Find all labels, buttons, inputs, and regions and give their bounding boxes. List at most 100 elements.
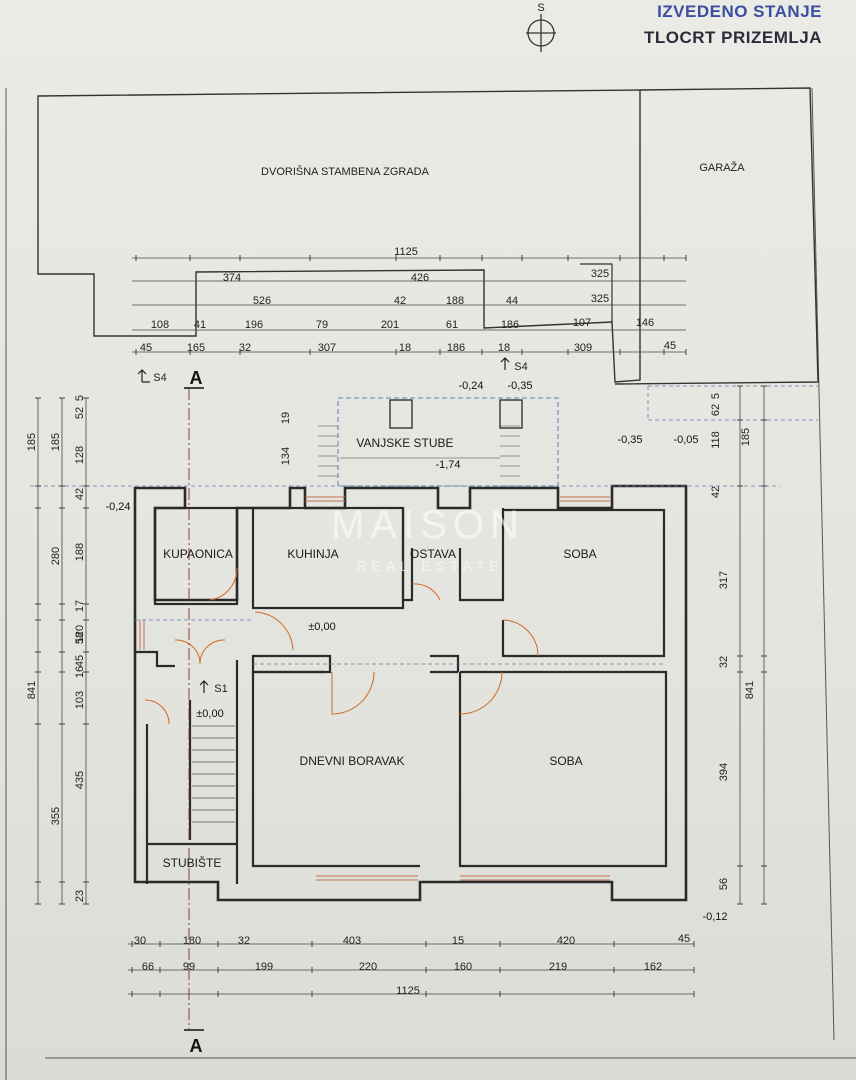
room-label-living-room: DNEVNI BORAVAK xyxy=(300,754,405,768)
dim-top-row2: 325 xyxy=(591,293,609,305)
dim-top-row4: 186 xyxy=(447,342,465,354)
room-label-bathroom: KUPAONICA xyxy=(163,547,233,561)
stair-pillar-left xyxy=(389,399,413,429)
north-arrow-icon: S xyxy=(526,2,556,52)
room-label-bedroom-bottom: SOBA xyxy=(549,754,582,768)
courtyard-building-label: DVORIŠNA STAMBENA ZGRADA xyxy=(261,165,430,178)
exterior-stair-treads xyxy=(318,425,520,477)
dim-top-row1: 325 xyxy=(591,268,609,280)
dim-top-row3: 186 xyxy=(501,319,519,331)
level-kitchen: ±0,00 xyxy=(308,621,335,633)
interior-walls xyxy=(135,506,668,884)
dim-bottom-row2: 162 xyxy=(644,961,662,973)
dim-top-row4: 45 xyxy=(140,342,152,354)
north-letter: S xyxy=(537,2,544,14)
section-arrow-icon xyxy=(137,357,510,693)
dim-left-outer: 185 xyxy=(26,433,38,451)
level-right-0-35: -0,35 xyxy=(617,434,642,446)
dim-top-row4: 309 xyxy=(574,342,592,354)
dim-top-row3: 196 xyxy=(245,319,263,331)
dim-top-row4: 307 xyxy=(318,342,336,354)
dim-top-row3: 108 xyxy=(151,319,169,331)
dim-bottom-row1: 15 xyxy=(452,935,464,947)
dim-left-inner: 128 xyxy=(74,446,86,464)
dim-top-total: 1125 xyxy=(394,246,418,258)
level-right-0-05: -0,05 xyxy=(673,434,698,446)
dim-bottom-row1: 32 xyxy=(238,935,250,947)
dim-left-mid: 280 xyxy=(50,547,62,565)
dim-left-inner: 58 xyxy=(74,632,86,644)
level-top-0-35: -0,35 xyxy=(507,380,532,392)
dim-left-inner: 103 xyxy=(74,691,86,709)
dim-left-mid: 355 xyxy=(50,807,62,825)
room-label-pantry: OSTAVA xyxy=(410,547,456,561)
room-label-staircase: STUBIŠTE xyxy=(163,855,222,870)
level-staircase: ±0,00 xyxy=(196,708,223,720)
dim-left-mid: 185 xyxy=(50,433,62,451)
dim-top-row4: 32 xyxy=(239,342,251,354)
dim-bottom-row2: 99 xyxy=(183,961,195,973)
room-label-exterior-stairs: VANJSKE STUBE xyxy=(356,436,453,450)
dim-right-inner: 394 xyxy=(718,763,730,781)
courtyard-building-outline xyxy=(37,89,641,383)
drawing-status-title: IZVEDENO STANJE xyxy=(657,2,822,21)
dim-right-inner: 317 xyxy=(718,571,730,589)
dim-right-inner: 56 xyxy=(718,878,730,890)
dim-right-inner: 118 xyxy=(710,431,722,449)
section-marker-a-bottom: A xyxy=(190,1036,203,1056)
dim-stair-offset: 19 xyxy=(280,412,292,424)
dim-bottom-row2: 66 xyxy=(142,961,154,973)
level-bottom-0-12: -0,12 xyxy=(702,911,727,923)
dim-bottom-total: 1125 xyxy=(396,985,420,997)
dim-top-row3: 201 xyxy=(381,319,399,331)
top-dimension-chains xyxy=(132,257,686,353)
dim-bottom-row2: 220 xyxy=(359,961,377,973)
drawing-plan-title: TLOCRT PRIZEMLJA xyxy=(644,28,822,47)
dim-top-row4: 45 xyxy=(664,340,676,352)
dim-top-row1: 374 xyxy=(223,272,241,284)
room-label-bedroom-top: SOBA xyxy=(563,547,596,561)
dim-left-inner: 120 xyxy=(74,625,86,643)
dim-left-inner: 435 xyxy=(74,771,86,789)
dim-bottom-row1: 403 xyxy=(343,935,361,947)
dim-top-row4: 18 xyxy=(399,342,411,354)
dim-top-row3: 146 xyxy=(636,317,654,329)
dim-bottom-row2: 160 xyxy=(454,961,472,973)
door-swings xyxy=(144,567,539,725)
dim-right-inner: 42 xyxy=(710,486,722,498)
watermark-brand: MAISON xyxy=(331,503,525,547)
dim-top-row3: 107 xyxy=(573,317,591,329)
dim-top-row1: 426 xyxy=(411,272,429,284)
dim-top-row4: 165 xyxy=(187,342,205,354)
dim-right-inner: 32 xyxy=(718,656,730,668)
dim-top-row4: 18 xyxy=(498,342,510,354)
interior-stair-treads xyxy=(192,725,235,823)
dim-bottom-row2: 219 xyxy=(549,961,567,973)
level-top-0-24: -0,24 xyxy=(458,380,483,392)
dim-right-inner: 5 xyxy=(710,393,722,399)
garage-outline xyxy=(614,87,819,385)
dim-left-inner: 52 xyxy=(74,407,86,419)
watermark-subtitle: REAL ESTATE xyxy=(356,558,503,574)
dim-left-inner: 17 xyxy=(74,600,86,612)
side-dimension-lines xyxy=(37,386,765,904)
dim-stair-offset: 134 xyxy=(280,447,292,465)
dim-top-row2: 188 xyxy=(446,295,464,307)
level-exterior-stairs: -1,74 xyxy=(435,459,460,471)
windows xyxy=(139,496,610,881)
dim-right-inner: 62 xyxy=(710,404,722,416)
dim-top-row2: 526 xyxy=(253,295,271,307)
section-s4-mid: S4 xyxy=(514,361,527,373)
dim-top-row3: 79 xyxy=(316,319,328,331)
dim-top-row3: 41 xyxy=(194,319,206,331)
level-left-0-24: -0,24 xyxy=(105,501,130,513)
dim-bottom-row1: 420 xyxy=(557,935,575,947)
dim-top-row2: 42 xyxy=(394,295,406,307)
dim-left-inner: 45 xyxy=(74,655,86,667)
room-label-kitchen: KUHINJA xyxy=(287,547,338,561)
dim-right-outer: 185 xyxy=(740,428,752,446)
section-s4-left: S4 xyxy=(153,372,166,384)
section-marker-a-top: A xyxy=(190,368,203,388)
